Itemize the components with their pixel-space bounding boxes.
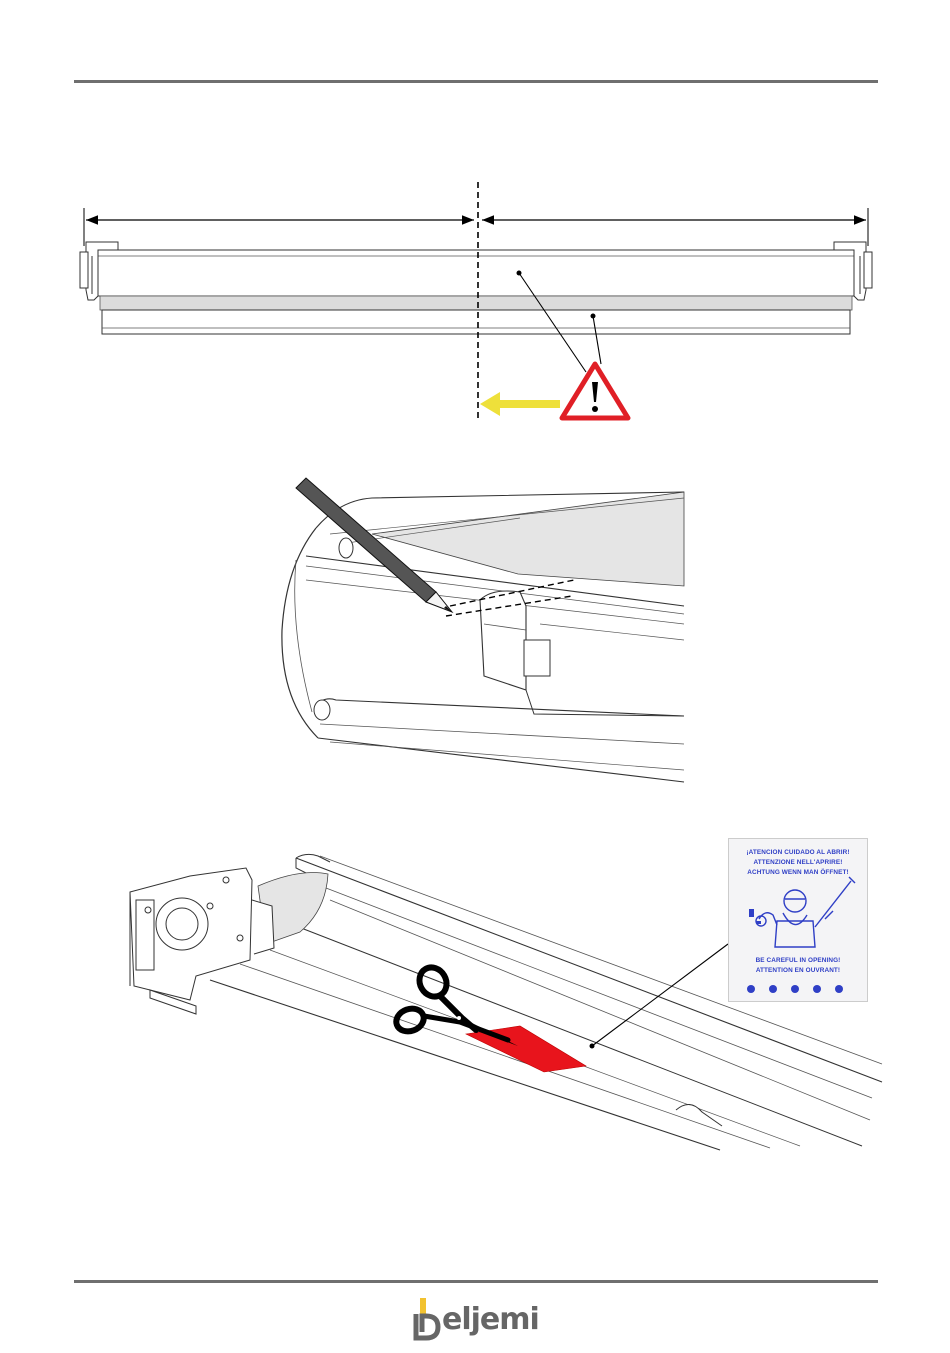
cassette-fabric-band <box>100 296 852 310</box>
cassette-body <box>98 250 854 296</box>
brand-name: eljemi <box>442 1302 539 1337</box>
label-figure <box>729 839 868 1002</box>
front-bar <box>102 310 850 334</box>
figure-front-view <box>80 182 872 422</box>
warning-label-photo: ¡ATENCION CUIDADO AL ABRIR! ATTENZIONE N… <box>728 838 868 1002</box>
end-bracket <box>130 868 274 1014</box>
direction-arrow-icon <box>480 392 560 416</box>
label-line-5: ATTENTION EN OUVRANT! <box>729 967 867 974</box>
figure-pencil-marking <box>282 478 684 782</box>
brand-logo: eljemi <box>412 1296 542 1344</box>
label-line-4: BE CAREFUL IN OPENING! <box>729 957 867 964</box>
warning-triangle-icon <box>562 364 628 418</box>
